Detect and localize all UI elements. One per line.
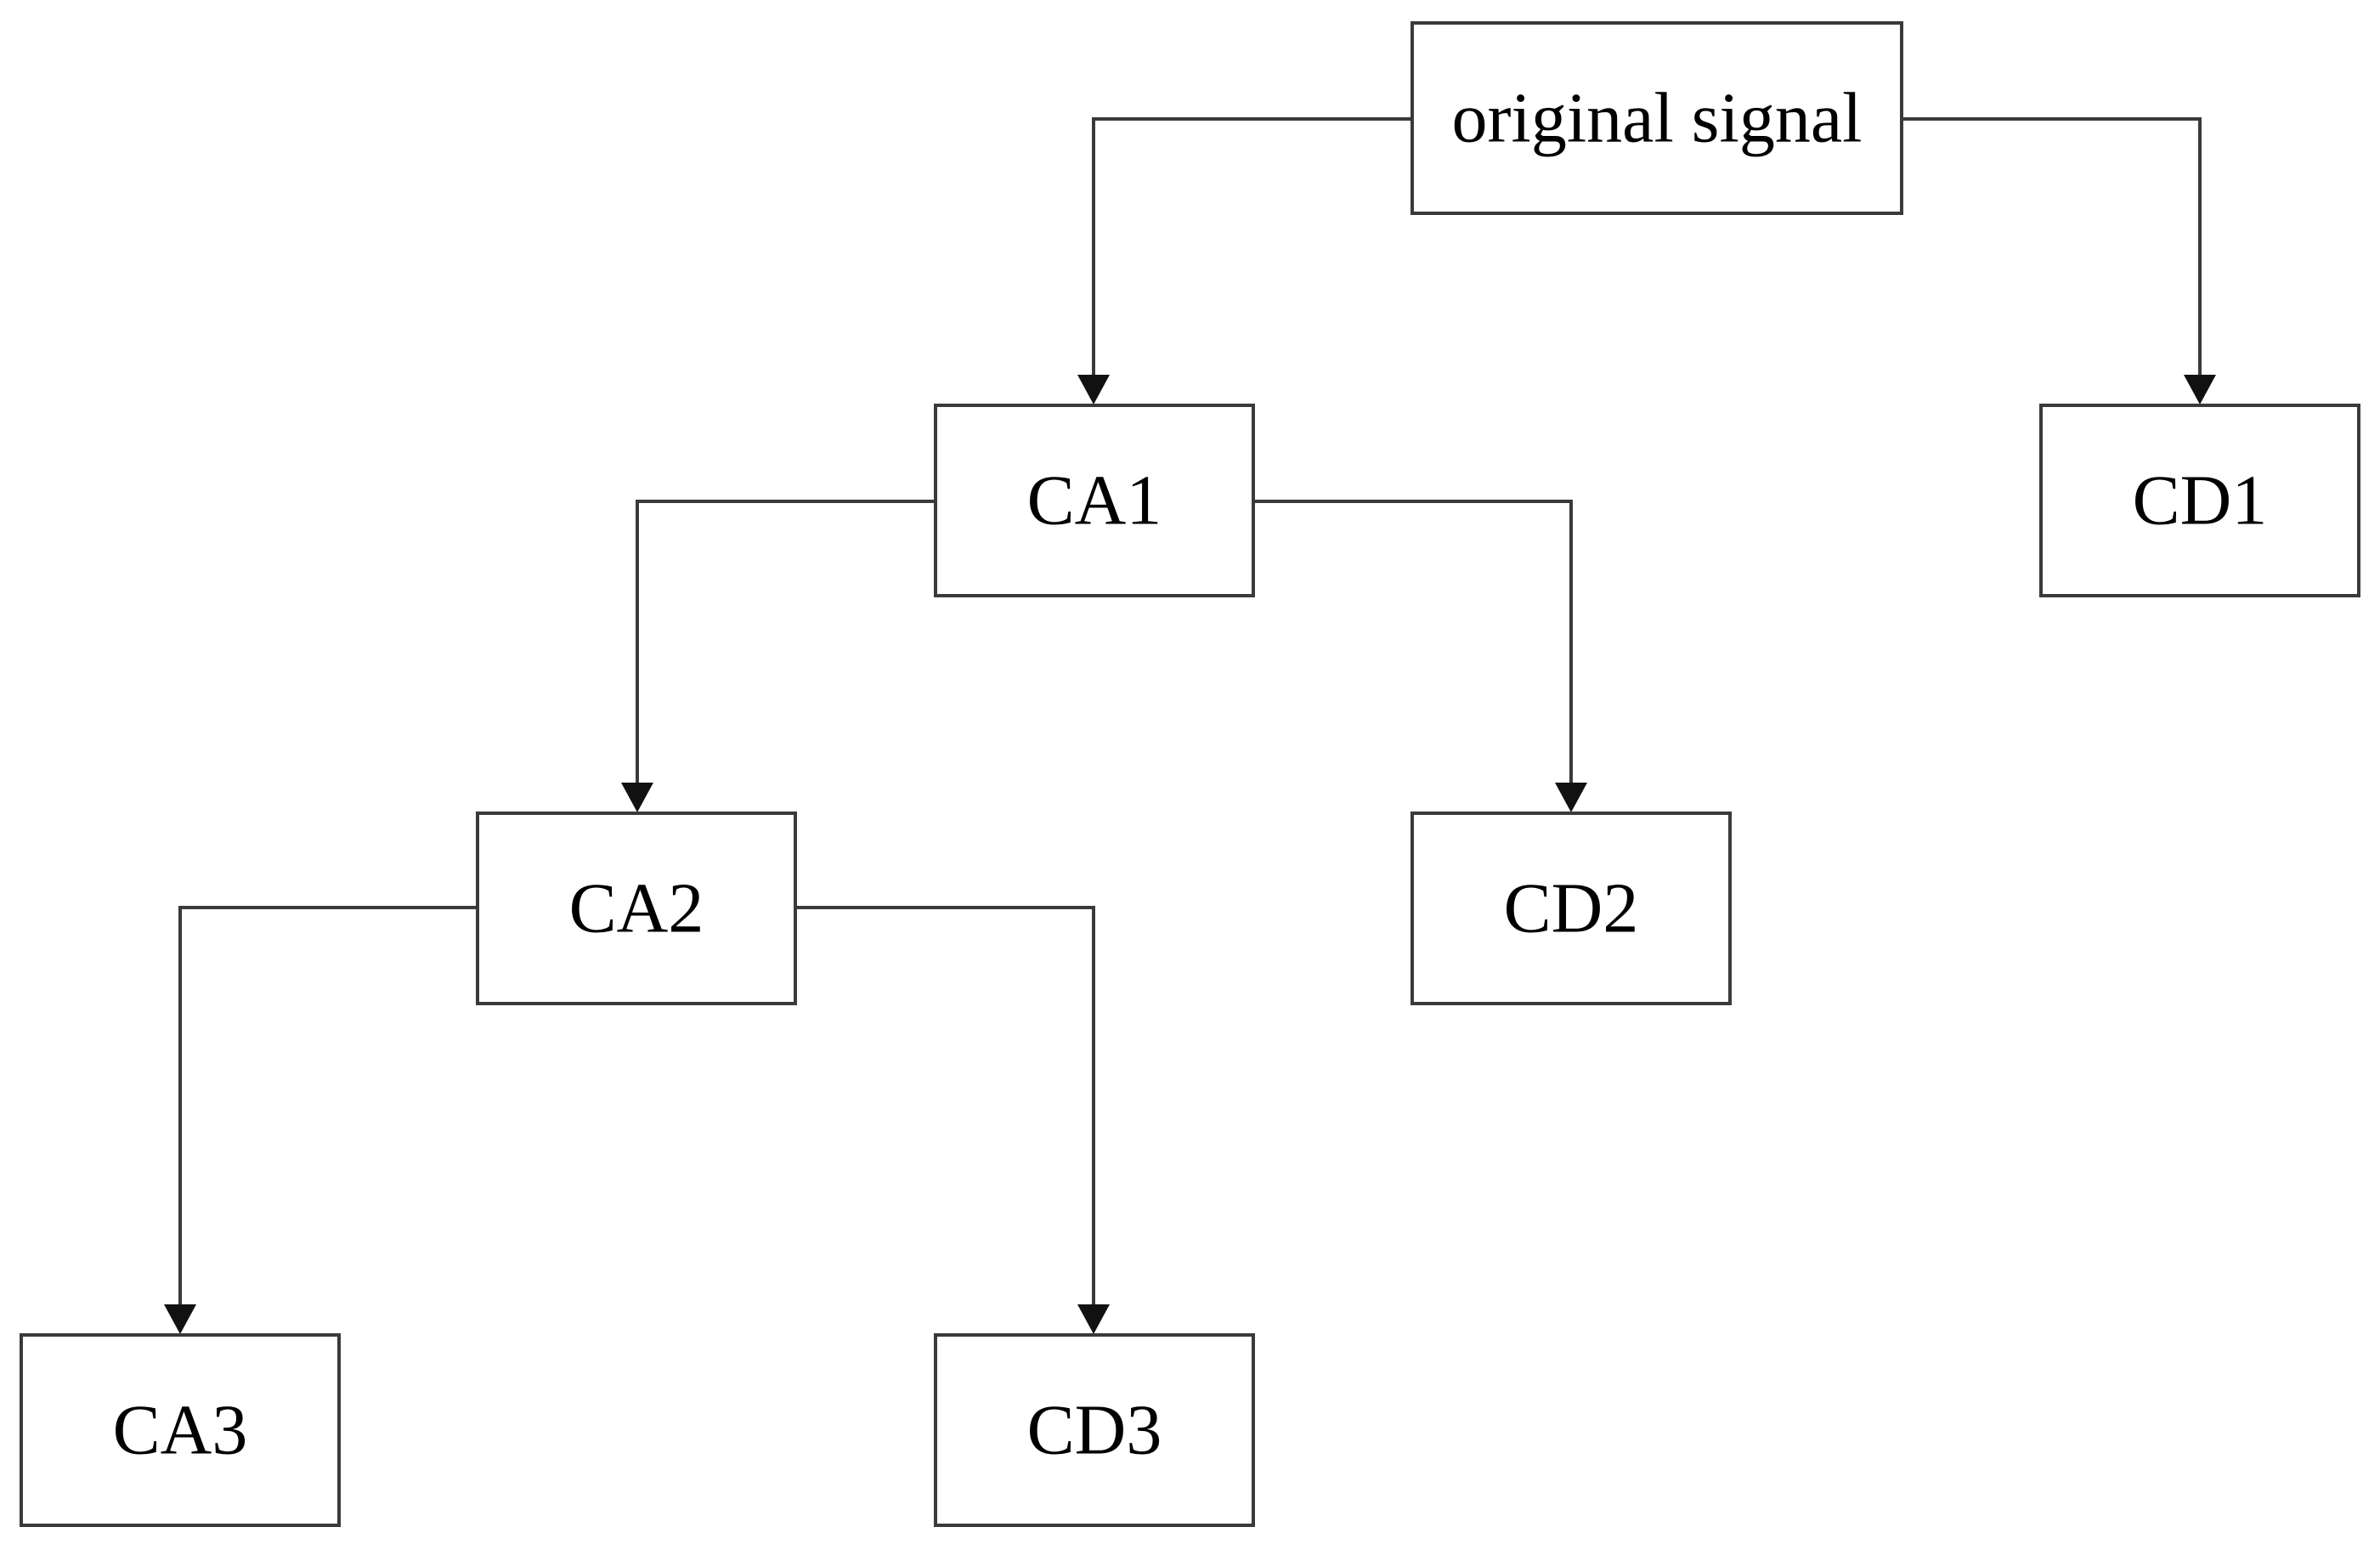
edge-ca1-to-cd2 — [1253, 500, 1573, 786]
node-box — [20, 1333, 341, 1527]
node-ca1: CA1 — [934, 404, 1255, 597]
node-label: CD3 — [1027, 1391, 1162, 1470]
arrowhead-cd1 — [2184, 375, 2216, 404]
connectors — [164, 117, 2216, 1334]
node-label: CD2 — [1504, 869, 1639, 948]
edge-ca1-to-ca2 — [636, 500, 936, 786]
node-label: CA2 — [569, 869, 704, 948]
node-label: CD1 — [2133, 461, 2268, 540]
arrowhead-ca1 — [1077, 375, 1110, 404]
node-box — [934, 1333, 1255, 1527]
node-box — [2039, 404, 2360, 597]
arrowhead-ca2 — [621, 783, 653, 812]
node-label: original signal — [1452, 79, 1863, 158]
node-label: CA3 — [113, 1391, 248, 1470]
node-ca2: CA2 — [476, 812, 797, 1005]
arrowhead-ca3 — [164, 1304, 196, 1334]
node-box — [476, 812, 797, 1005]
node-original-signal: original signal — [1410, 21, 1903, 215]
node-cd1: CD1 — [2039, 404, 2360, 597]
edge-ca2-to-cd3 — [795, 906, 1095, 1308]
arrowhead-cd3 — [1077, 1304, 1110, 1334]
node-box — [934, 404, 1255, 597]
node-ca3: CA3 — [20, 1333, 341, 1527]
edge-original-signal-to-ca1 — [1092, 117, 1410, 378]
edge-ca2-to-ca3 — [178, 906, 478, 1308]
node-cd2: CD2 — [1410, 812, 1732, 1005]
arrowhead-cd2 — [1555, 783, 1587, 812]
node-label: CA1 — [1027, 461, 1162, 540]
node-cd3: CD3 — [934, 1333, 1255, 1527]
node-box — [1410, 21, 1903, 215]
edge-original-signal-to-cd1 — [1903, 117, 2202, 378]
node-box — [1410, 812, 1732, 1005]
